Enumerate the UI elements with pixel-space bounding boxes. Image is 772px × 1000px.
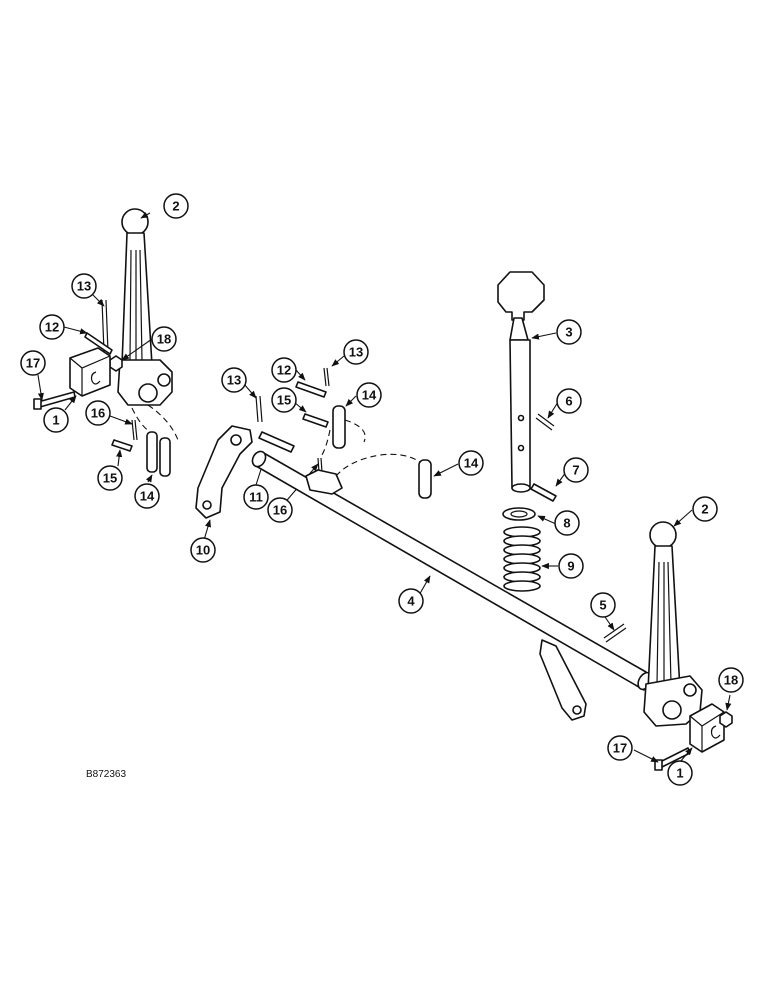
right-block-1 bbox=[689, 703, 725, 753]
svg-text:13: 13 bbox=[77, 279, 91, 294]
callout-bubbles: 2 13 12 18 17 1 16 15 14 13 12 13 15 14 … bbox=[20, 193, 744, 786]
right-nut-18 bbox=[719, 711, 733, 728]
svg-text:12: 12 bbox=[277, 363, 291, 378]
left-pin-15 bbox=[111, 439, 133, 452]
left-handle-lever bbox=[121, 232, 153, 366]
svg-text:14: 14 bbox=[140, 489, 155, 504]
svg-text:14: 14 bbox=[362, 388, 377, 403]
svg-text:2: 2 bbox=[172, 199, 179, 214]
cross-shaft-4 bbox=[251, 450, 653, 721]
svg-text:3: 3 bbox=[565, 325, 572, 340]
svg-text:15: 15 bbox=[103, 471, 117, 486]
left-pivot-bracket bbox=[117, 359, 173, 406]
callout-mid-pin15: 15 bbox=[271, 387, 297, 413]
svg-text:8: 8 bbox=[563, 516, 570, 531]
left-nut-18 bbox=[109, 355, 123, 372]
svg-text:9: 9 bbox=[567, 559, 574, 574]
lever-3-shaft bbox=[509, 339, 531, 489]
svg-text:17: 17 bbox=[613, 741, 627, 756]
svg-text:18: 18 bbox=[157, 332, 171, 347]
svg-text:12: 12 bbox=[45, 320, 59, 335]
callout-right-handle: 2 bbox=[692, 496, 718, 522]
callout-mid-pin13: 13 bbox=[221, 367, 247, 393]
shaft-lug bbox=[305, 469, 343, 495]
callout-mid-pin11: 11 bbox=[243, 484, 269, 510]
callout-left-bolt17: 17 bbox=[20, 350, 46, 376]
pin-7 bbox=[530, 483, 557, 502]
callout-mid-arm10: 10 bbox=[190, 537, 216, 563]
svg-text:15: 15 bbox=[277, 393, 291, 408]
mid-link-14 bbox=[332, 405, 346, 449]
shaft-arm bbox=[539, 639, 587, 721]
mid-pin-13 bbox=[255, 395, 263, 423]
left-pin-16 bbox=[131, 419, 138, 441]
callout-left-block1: 1 bbox=[43, 407, 69, 433]
lever-3-t-handle bbox=[497, 271, 545, 321]
right-link-14 bbox=[418, 459, 432, 499]
svg-text:11: 11 bbox=[249, 490, 263, 505]
callout-left-pin15: 15 bbox=[97, 465, 123, 491]
vertical-lever-assembly bbox=[497, 271, 567, 592]
callout-right-block1: 1 bbox=[667, 760, 693, 786]
callout-mid-pin13b: 13 bbox=[343, 339, 369, 365]
right-handle-knob bbox=[649, 521, 677, 549]
svg-text:5: 5 bbox=[599, 598, 606, 613]
svg-text:17: 17 bbox=[26, 356, 40, 371]
svg-text:4: 4 bbox=[407, 594, 415, 609]
pin-6 bbox=[535, 413, 555, 431]
svg-text:1: 1 bbox=[676, 766, 683, 781]
svg-text:7: 7 bbox=[572, 463, 579, 478]
callout-pin5: 5 bbox=[590, 592, 616, 618]
callout-spring9: 9 bbox=[558, 553, 584, 579]
callout-left-pin16: 16 bbox=[85, 400, 111, 426]
svg-text:2: 2 bbox=[701, 502, 708, 517]
pin-5 bbox=[603, 623, 627, 643]
callout-shaft4: 4 bbox=[398, 588, 424, 614]
callout-mid-pin16: 16 bbox=[267, 497, 293, 523]
svg-text:6: 6 bbox=[565, 394, 572, 409]
left-handle-assembly bbox=[33, 208, 179, 483]
callout-right-nut18: 18 bbox=[718, 667, 744, 693]
left-link-14b bbox=[159, 437, 171, 477]
left-bolt-12 bbox=[84, 332, 113, 355]
left-link-14a bbox=[146, 431, 158, 473]
svg-text:18: 18 bbox=[724, 673, 738, 688]
callout-left-pin13: 13 bbox=[71, 273, 97, 299]
pin-11 bbox=[258, 431, 295, 453]
callout-pin6: 6 bbox=[556, 388, 582, 414]
callout-mid-link14: 14 bbox=[356, 382, 382, 408]
mid-pin-15 bbox=[302, 413, 329, 428]
callout-left-nut18: 18 bbox=[151, 326, 177, 352]
svg-text:13: 13 bbox=[349, 345, 363, 360]
svg-text:13: 13 bbox=[227, 373, 241, 388]
callout-left-handle: 2 bbox=[163, 193, 189, 219]
left-block-1 bbox=[69, 347, 111, 397]
svg-text:1: 1 bbox=[52, 413, 59, 428]
callout-right-bolt17: 17 bbox=[607, 735, 633, 761]
callout-pin7: 7 bbox=[563, 457, 589, 483]
svg-text:16: 16 bbox=[91, 406, 105, 421]
callout-mid-bolt12: 12 bbox=[271, 357, 297, 383]
washer-8 bbox=[502, 507, 536, 521]
spring-9 bbox=[503, 526, 541, 592]
callout-washer8: 8 bbox=[554, 510, 580, 536]
drawing-code: B872363 bbox=[86, 769, 126, 780]
callout-lever3: 3 bbox=[556, 319, 582, 345]
svg-text:16: 16 bbox=[273, 503, 287, 518]
callout-left-bolt12: 12 bbox=[39, 314, 65, 340]
svg-text:10: 10 bbox=[196, 543, 210, 558]
arm-10 bbox=[195, 425, 253, 519]
right-handle-assembly bbox=[633, 509, 733, 771]
mid-bolt-12 bbox=[295, 381, 327, 398]
callout-link14-right: 14 bbox=[458, 450, 484, 476]
left-handle-knob bbox=[121, 208, 149, 236]
callout-left-link14: 14 bbox=[134, 483, 160, 509]
svg-text:14: 14 bbox=[464, 456, 479, 471]
